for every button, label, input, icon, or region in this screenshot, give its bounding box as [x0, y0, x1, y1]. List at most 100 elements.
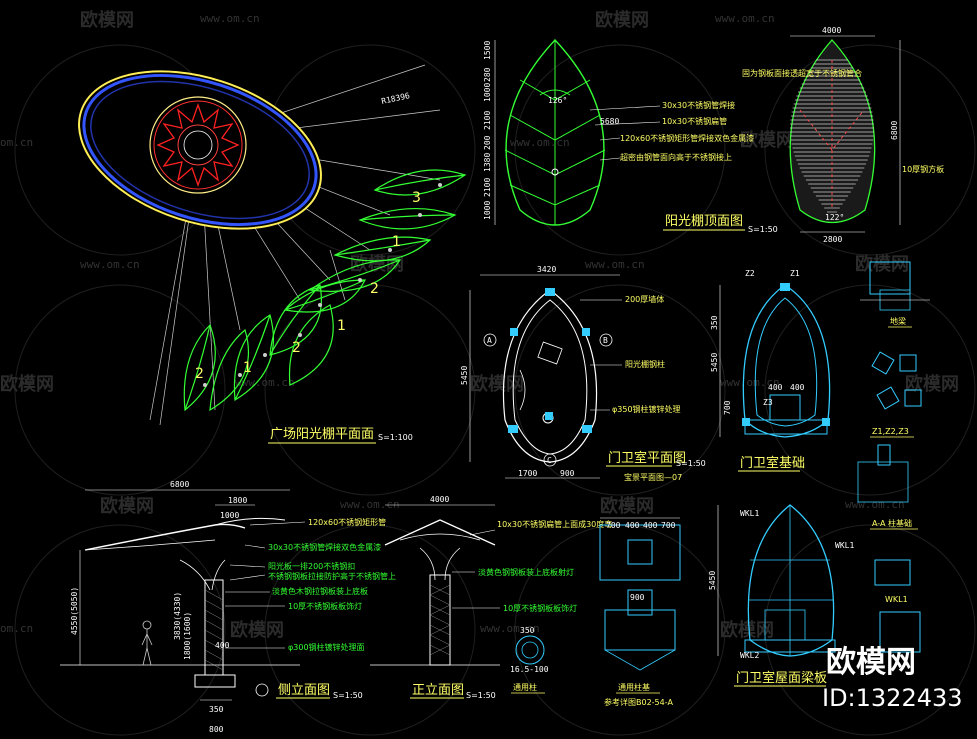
- roof-angle: 126°: [548, 96, 567, 105]
- column-label: 通用柱基: [618, 682, 650, 692]
- side-elevation-view: 6800 1800 1000 4550(5050) 3830(4330) 180…: [60, 480, 396, 734]
- front-note: 10厚不锈钢板板饰灯: [503, 603, 577, 613]
- guard-note: 阳光棚钢柱: [625, 359, 665, 369]
- watermark-url: www.om.cn: [720, 376, 780, 389]
- plaza-plan-title: 广场阳光棚平面面: [270, 427, 374, 442]
- side-note: 30x30不锈钢管焊接双色金属漆: [268, 542, 381, 552]
- beam-dim: 5450: [708, 571, 717, 590]
- roof-dim: 200: [483, 135, 492, 150]
- frame-dim-bottom: 2800: [823, 235, 842, 244]
- foundation-dim: 400: [768, 383, 783, 392]
- leaf-label: 2: [195, 366, 204, 382]
- roof-dim: 1380: [483, 153, 492, 172]
- watermark-url: om.cn: [0, 622, 33, 635]
- watermark-brand: 欧模网: [855, 253, 909, 275]
- plaza-plan-scale: S=1:100: [378, 433, 413, 442]
- leaf-label: 1: [243, 360, 252, 376]
- column-label: Z3: [763, 398, 773, 407]
- detail-label: 地梁: [890, 316, 906, 326]
- roof-dim-5680: 5680: [600, 117, 619, 126]
- foundation-dim: 350: [710, 315, 719, 330]
- roof-note: 30x30不锈钢管焊接: [662, 100, 735, 110]
- column-dim: 900: [630, 593, 645, 602]
- front-elevation-scale: S=1:50: [466, 691, 496, 700]
- leaf-label: 2: [370, 281, 379, 297]
- guard-note: φ350钢柱镀锌处理: [612, 404, 681, 414]
- column-dim: 350: [520, 626, 535, 635]
- frame-note: 固为钢板面接透超宽于不锈钢管合: [742, 68, 862, 78]
- watermark-brand: 欧模网: [740, 129, 794, 151]
- frame-note: 10厚钢方板: [902, 164, 944, 174]
- detail-label: WKL1: [885, 595, 908, 604]
- column-label: Z1: [790, 269, 800, 278]
- roof-note: 10x30不锈钢扁管: [662, 116, 727, 126]
- column-dim: 16.5-100: [510, 665, 549, 674]
- front-dim-top: 4000: [430, 495, 449, 504]
- front-elevation-view: 4000 10x30不锈钢扁管上面成30度弯 淡黄色钢钢板装上底板射灯 10厚不…: [370, 495, 612, 700]
- plaza-plan-view: R18396 3 1 2: [78, 64, 467, 444]
- detail-label: A-A 柱基础: [872, 518, 912, 528]
- side-dim-height: 4550(5050): [70, 587, 79, 635]
- side-elevation-scale: S=1:50: [333, 691, 363, 700]
- guard-dim-height: 5450: [460, 366, 469, 385]
- roof-dim: 280: [483, 67, 492, 82]
- side-dim: 1000: [220, 511, 239, 520]
- column-dim: 400: [625, 521, 640, 530]
- detail-label: Z1,Z2,Z3: [872, 427, 909, 436]
- column-dim: 400: [643, 521, 658, 530]
- axis-label: B: [603, 336, 608, 345]
- front-note: 10x30不锈钢扁管上面成30度弯: [497, 519, 612, 529]
- guard-dim: 1700: [518, 469, 537, 478]
- watermark-url: www.om.cn: [340, 498, 400, 511]
- column-label: Z2: [745, 269, 755, 278]
- roof-dim: 2100: [483, 178, 492, 197]
- guard-plan-sub: 宝景平面图—07: [624, 472, 682, 482]
- watermark-brand: 欧模网: [0, 373, 54, 395]
- side-dim: 1800(1600): [183, 612, 192, 660]
- watermark-text-layer: 欧模网 www.om.cn 欧模网 www.om.cn 欧模网 om.cn 欧模…: [0, 9, 959, 641]
- column-label: 通用柱: [513, 682, 537, 692]
- watermark-brand: 欧模网: [905, 373, 959, 395]
- watermark-brand: 欧模网: [100, 495, 154, 517]
- guard-plan-view: 3420 5450 1700 900 A B C 200厚墙体 阳光棚钢柱 φ3…: [460, 265, 706, 482]
- front-note: 淡黄色钢钢板装上底板射灯: [478, 567, 574, 577]
- front-elevation-title: 正立面图: [412, 683, 464, 698]
- side-dim: 1800: [228, 496, 247, 505]
- leaf-label: 1: [392, 234, 401, 250]
- guard-plan-title: 门卫室平面图: [608, 450, 686, 466]
- column-dim: 700: [606, 521, 621, 530]
- guard-dim: 900: [560, 469, 575, 478]
- roof-frame-view: 4000 6800 2800 122° 固为钢板面接透超宽于不锈钢管合 10厚钢…: [742, 26, 944, 244]
- watermark-url: www.om.cn: [585, 258, 645, 271]
- leaf-label: 1: [337, 318, 346, 334]
- side-dim: 3830(4330): [173, 592, 182, 640]
- brand-id: ID:1322433: [822, 684, 963, 712]
- watermark-url: www.om.cn: [715, 12, 775, 25]
- roof-plan-view: 126° 1500 280 1000 2100 200 1380 2100 10…: [483, 38, 778, 234]
- watermark-url: www.om.cn: [480, 622, 540, 635]
- roof-beam-view: 5450 WKL1 WKL1 WKL2 门卫室屋面梁板: [708, 504, 854, 687]
- beam-label: WKL1: [740, 509, 759, 518]
- brand-corner: 欧模网 ID:1322433: [822, 645, 963, 712]
- foundation-dim: 700: [723, 400, 732, 415]
- roof-plan-scale: S=1:50: [748, 225, 778, 234]
- watermark-brand: 欧模网: [80, 9, 134, 31]
- foundation-dim: 400: [790, 383, 805, 392]
- column-details: 700 400 400 700 350 16.5-100 通用柱 通用柱基 参考…: [510, 517, 681, 707]
- side-dim: 800: [209, 725, 224, 734]
- roof-beam-title: 门卫室屋面梁板: [736, 670, 827, 686]
- guard-plan-scale: S=1:50: [676, 459, 706, 468]
- side-dim: 400: [215, 641, 230, 650]
- watermark-url: om.cn: [0, 136, 33, 149]
- watermark-url: www.om.cn: [235, 376, 295, 389]
- side-note: φ300钢柱镀锌处理面: [288, 642, 365, 652]
- side-note: 10厚不锈钢板板饰灯: [288, 601, 362, 611]
- side-note: 阳光板一排200不锈钢扣: [268, 561, 355, 571]
- side-elevation-title: 侧立面图: [278, 683, 330, 698]
- axis-label: C: [547, 456, 552, 465]
- leaf-label: 2: [292, 340, 301, 356]
- leaf-label: 3: [412, 190, 421, 206]
- foundation-title: 门卫室基础: [740, 455, 805, 471]
- side-dim: 350: [209, 705, 224, 714]
